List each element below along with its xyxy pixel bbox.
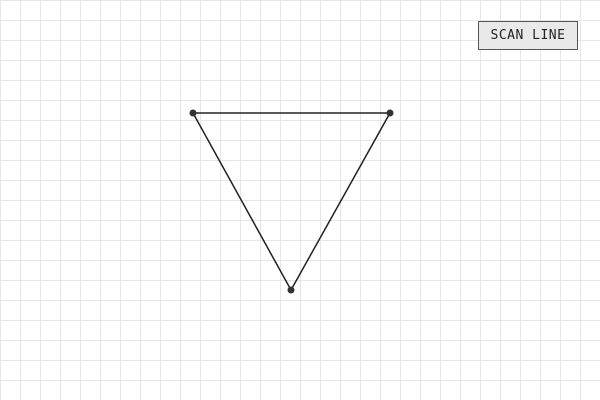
triangle-outline	[192, 112, 391, 291]
scan-line-button[interactable]: SCAN LINE	[478, 21, 578, 50]
vertex-point-top-left[interactable]	[189, 109, 197, 117]
vertex-point-top-right[interactable]	[386, 109, 394, 117]
vertex-point-bottom[interactable]	[287, 286, 295, 294]
